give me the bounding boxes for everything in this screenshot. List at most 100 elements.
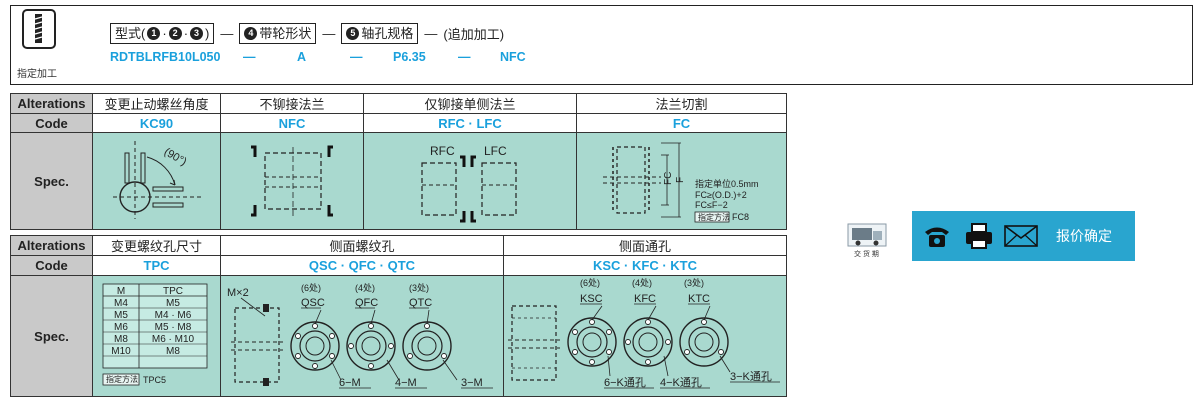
envelope-mail-icon[interactable]	[1004, 219, 1038, 253]
side-tap-code-qsc: QSC	[301, 297, 325, 309]
spec-figure-tpc: M TPC M4 M5 M5 M4 · M6 M6 M5 · M8 M8 M6 …	[92, 275, 221, 397]
dot-separator: ·	[162, 25, 167, 41]
alteration-title-nfc: 不铆接法兰	[220, 93, 364, 114]
fc-dimension-fc: FC	[663, 172, 674, 185]
side-through-count-4: (4处)	[632, 277, 652, 288]
fc-note-unit: 指定单位0.5mm	[695, 178, 759, 189]
hole-value: P6.35	[393, 50, 426, 64]
quote-confirm-button[interactable]: 报价确定	[1056, 228, 1112, 244]
side-tap-callout-3m: 3−M	[461, 377, 483, 389]
model-close-paren: )	[205, 25, 210, 41]
side-through-code-ktc: KTC	[688, 293, 710, 305]
telephone-icon[interactable]	[920, 219, 954, 253]
side-through-callout-3k: 3−K通孔	[730, 370, 772, 383]
alteration-title-side-through: 侧面通孔	[503, 235, 787, 256]
alteration-title-kc90: 变更止动螺丝角度	[92, 93, 221, 114]
dash-separator: —	[322, 25, 336, 41]
side-through-code-kfc: KFC	[634, 293, 656, 305]
tpc-spec-code: TPC5	[143, 375, 166, 385]
code-rfc-lfc: RFC · LFC	[363, 113, 577, 133]
delivery-caption: 交 货 期	[854, 249, 879, 258]
alteration-title-tpc: 变更螺纹孔尺寸	[92, 235, 221, 256]
number-badge-2: 2	[168, 26, 182, 40]
spec-figure-side-tap: M×2 (6处) (4处) (3处) QSC QFC QTC	[220, 275, 504, 397]
fc-note-min: FC≥(O.D.)+2	[695, 190, 747, 200]
side-tap-code-qfc: QFC	[355, 297, 378, 309]
rfc-label: RFC	[430, 144, 455, 158]
shaft-hole-label: 轴孔规格	[361, 25, 414, 41]
lfc-label: LFC	[484, 144, 507, 158]
fc-note-max: FC≤F−2	[695, 200, 728, 210]
extra-processing-label: (追加加工)	[443, 26, 505, 42]
number-badge-1: 1	[147, 26, 161, 40]
tpc-cell: M8	[114, 334, 128, 345]
code-tpc: TPC	[92, 255, 221, 276]
spec-row-label: Spec.	[10, 132, 93, 230]
alterations-table-1: Alterations 变更止动螺丝角度 不铆接法兰 仅铆接单侧法兰 法兰切割 …	[10, 93, 787, 230]
code-nfc: NFC	[220, 113, 364, 133]
side-tap-mx2: M×2	[227, 287, 249, 299]
code-side-tap: QSC · QFC · QTC	[220, 255, 504, 276]
fc-spec-tag: 指定方法	[698, 212, 730, 222]
alterations-row-label: Alterations	[10, 235, 93, 256]
alteration-title-side-tap: 侧面螺纹孔	[220, 235, 504, 256]
alteration-title-fc: 法兰切割	[576, 93, 787, 114]
code-fc: FC	[576, 113, 787, 133]
dot-separator: ·	[183, 25, 189, 41]
tpc-cell: M4 · M6	[155, 310, 192, 321]
tpc-spec-tag: 指定方法	[106, 374, 138, 384]
value-dash: —	[243, 50, 256, 64]
model-format-box: 型式( 1 · 2 · 3 )	[110, 22, 215, 44]
kc90-angle-text: (90°)	[162, 146, 189, 168]
addon-processing-caption: 指定加工	[17, 69, 57, 80]
side-through-count-6: (6处)	[580, 277, 600, 288]
side-tap-code-qtc: QTC	[409, 297, 432, 309]
code-kc90: KC90	[92, 113, 221, 133]
code-row-label: Code	[10, 255, 93, 276]
model-label: 型式(	[115, 25, 146, 41]
wheel-shape-box: 4 带轮形状	[239, 22, 317, 44]
spec-figure-side-through: (6处) (4处) (3处) KSC KFC KTC	[503, 275, 787, 397]
number-badge-5: 5	[346, 26, 360, 40]
fc-dimension-f: F	[675, 177, 686, 183]
delivery-truck-icon: 交 货 期	[847, 223, 887, 258]
model-code-format-row: 型式( 1 · 2 · 3 ) — 4 带轮形状 — 5 轴孔规格 — (追加加…	[110, 22, 504, 44]
wheel-shape-label: 带轮形状	[259, 25, 312, 41]
side-through-callout-4k: 4−K通孔	[660, 376, 702, 389]
spec-figure-kc90: (90°)	[92, 132, 221, 230]
code-side-through: KSC · KFC · KTC	[503, 255, 787, 276]
spec-figure-nfc	[220, 132, 364, 230]
dash-separator: —	[220, 25, 234, 41]
quote-action-bar: 报价确定	[912, 211, 1135, 261]
code-row-label: Code	[10, 113, 93, 133]
delivery-time-button[interactable]: 交 货 期	[846, 218, 890, 258]
dash-separator: —	[424, 25, 438, 41]
shape-value: A	[297, 50, 307, 64]
tpc-cell: M6	[114, 322, 128, 333]
spec-figure-rfc-lfc: RFC LFC	[363, 132, 577, 230]
side-tap-callout-6m: 6−M	[339, 377, 361, 389]
model-number-header-box	[10, 5, 1193, 85]
tpc-cell: M5	[114, 310, 128, 321]
side-tap-count-3: (3处)	[409, 282, 429, 293]
shaft-hole-box: 5 轴孔规格	[341, 22, 419, 44]
spec-row-label: Spec.	[10, 275, 93, 397]
printer-fax-icon[interactable]	[962, 219, 996, 253]
alteration-title-rfc-lfc: 仅铆接单侧法兰	[363, 93, 577, 114]
tpc-cell: M4	[114, 298, 128, 309]
addon-processing-icon	[22, 9, 56, 49]
side-through-count-3: (3处)	[684, 277, 704, 288]
tpc-header-m: M	[117, 286, 125, 297]
value-dash: —	[458, 50, 471, 64]
number-badge-4: 4	[244, 26, 258, 40]
tpc-cell: M8	[166, 346, 180, 357]
value-dash: —	[350, 50, 363, 64]
tpc-cell: M6 · M10	[152, 334, 195, 345]
tpc-cell: M5	[166, 298, 180, 309]
side-tap-callout-4m: 4−M	[395, 377, 417, 389]
side-through-callout-6k: 6−K通孔	[604, 376, 646, 389]
number-badge-3: 3	[190, 26, 204, 40]
tpc-header-tpc: TPC	[163, 286, 183, 297]
alterations-table-2: Alterations 变更螺纹孔尺寸 侧面螺纹孔 侧面通孔 Code TPC …	[10, 235, 787, 397]
model-value: RDTBLRFB10L050	[110, 50, 221, 64]
